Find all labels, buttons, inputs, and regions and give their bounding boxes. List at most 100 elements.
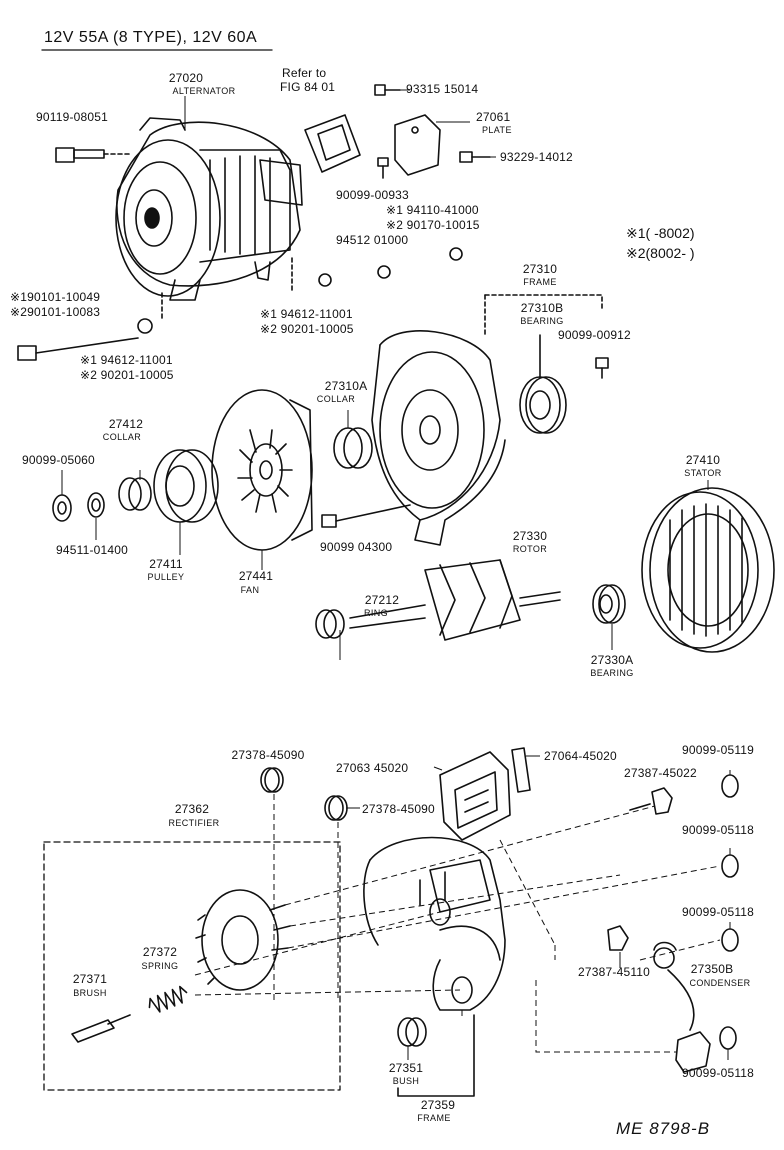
label-27411: 27411 — [149, 557, 183, 571]
terminal-27387a-drawing — [629, 787, 673, 815]
leader-lines — [61, 89, 731, 1060]
collar-27412-drawing — [118, 477, 152, 511]
label-27310: 27310 — [522, 262, 558, 276]
alternator-drawing — [115, 117, 303, 301]
nut-05060-drawing — [52, 494, 72, 522]
washer-94511-drawing — [87, 492, 105, 518]
label-94512: 94512 01000 — [336, 233, 409, 247]
label-frame-2: FRAME — [417, 1113, 451, 1123]
label-27020: 27020 — [168, 71, 204, 85]
label-27351: 27351 — [388, 1061, 424, 1075]
frame-bracket-lower — [397, 1014, 475, 1097]
stator-drawing — [641, 487, 775, 653]
label-refer-to: Refer to — [282, 66, 327, 80]
holder-27064-drawing — [511, 747, 531, 793]
diagram-title: 12V 55A (8 TYPE), 12V 60A — [44, 29, 258, 46]
bush-drawing — [397, 1017, 427, 1047]
plate-drawing — [394, 114, 441, 176]
figure-code: ME 8798-B — [616, 1119, 711, 1138]
label-frame: FRAME — [523, 277, 557, 287]
frame-bracket — [484, 294, 603, 311]
label-collar-a: COLLAR — [316, 394, 356, 404]
label-27410: 27410 — [685, 453, 721, 467]
label-condenser: CONDENSER — [689, 978, 751, 988]
nut-05118b-drawing — [721, 928, 739, 952]
label-94612-b: ※1 94612-11001 — [80, 353, 173, 367]
nut-05118a-drawing — [721, 854, 739, 878]
nut-90170-drawing — [449, 247, 463, 261]
label-bearing-2: BEARING — [590, 668, 634, 678]
label-27330a: 27330A — [590, 653, 634, 667]
label-collar: COLLAR — [102, 432, 142, 442]
label-94511: 94511-01400 — [56, 543, 129, 557]
label-94110: ※1 94110-41000 — [386, 203, 479, 217]
rectifier-boundary-box — [43, 841, 341, 1091]
label-ring: RING — [363, 608, 389, 618]
collar-27310a-drawing — [333, 427, 373, 469]
frame-27310-drawing — [371, 330, 506, 546]
washer-94612-drawing — [318, 273, 332, 287]
rear-frame-drawing — [363, 836, 506, 1011]
label-27378-b: 27378-45090 — [362, 802, 435, 816]
label-27441: 27441 — [238, 569, 274, 583]
label-90099-00912: 90099-00912 — [558, 328, 631, 342]
label-stator: STATOR — [684, 468, 722, 478]
bolt-04300-drawing — [321, 504, 411, 528]
label-94612-a: ※1 94612-11001 — [260, 307, 353, 321]
long-bolt-drawing — [17, 318, 153, 361]
nut-05118c-drawing — [719, 1026, 737, 1050]
label-27387-b: 27387-45110 — [578, 965, 651, 979]
label-rotor: ROTOR — [512, 544, 548, 554]
screw-93315-drawing — [374, 84, 401, 96]
label-90099-05118-b: 90099-05118 — [682, 905, 755, 919]
bolt-90119-drawing — [55, 147, 133, 163]
pulley-drawing — [153, 449, 219, 523]
label-27372: 27372 — [142, 945, 178, 959]
label-plate: PLATE — [482, 125, 512, 135]
note-2: ※2(8002- ) — [626, 245, 695, 261]
screw-93229-drawing — [459, 151, 491, 163]
label-190101: ※190101-10049 — [10, 290, 101, 304]
screw-00933-drawing — [377, 157, 389, 179]
condenser-drawing — [653, 941, 711, 1073]
label-27330: 27330 — [512, 529, 548, 543]
rectifier-drawing — [195, 889, 291, 991]
label-27212: 27212 — [364, 593, 400, 607]
label-90170: ※2 90170-10015 — [386, 218, 480, 232]
label-90099-05118-c: 90099-05118 — [682, 1066, 755, 1080]
label-90099-05119: 90099-05119 — [682, 743, 755, 757]
label-27061: 27061 — [476, 110, 511, 124]
fan-drawing — [211, 389, 313, 551]
label-27350b: 27350B — [690, 962, 734, 976]
label-27310a: 27310A — [324, 379, 368, 393]
note-1: ※1( -8002) — [626, 225, 695, 241]
screw-00912-drawing — [595, 357, 609, 379]
label-bush: BUSH — [392, 1076, 420, 1086]
label-90099-04300: 90099 04300 — [320, 540, 393, 554]
label-90099-05118-a: 90099-05118 — [682, 823, 755, 837]
label-alternator: ALTERNATOR — [172, 86, 236, 96]
label-27371: 27371 — [72, 972, 108, 986]
label-27359: 27359 — [420, 1098, 456, 1112]
label-27412: 27412 — [108, 417, 144, 431]
insulator-27378b-drawing — [324, 795, 348, 821]
assembly-lines — [194, 794, 721, 1053]
spring-drawing — [148, 985, 188, 1013]
regulator-drawing — [304, 114, 361, 173]
label-90119: 90119-08051 — [36, 110, 109, 124]
terminal-27387b-drawing — [607, 925, 629, 951]
label-pulley: PULLEY — [147, 572, 185, 582]
bearing-27330a-drawing — [592, 584, 626, 624]
bearing-27310b-drawing — [519, 376, 567, 434]
label-27387-a: 27387-45022 — [624, 766, 697, 780]
label-90201-a: ※2 90201-10005 — [260, 322, 354, 336]
label-93229: 93229-14012 — [500, 150, 573, 164]
label-spring: SPRING — [141, 961, 179, 971]
label-90099-05060: 90099-05060 — [22, 453, 95, 467]
label-rectifier: RECTIFIER — [168, 818, 220, 828]
label-27378-a: 27378-45090 — [231, 748, 305, 762]
label-fan: FAN — [240, 585, 260, 595]
label-bearing: BEARING — [520, 316, 564, 326]
